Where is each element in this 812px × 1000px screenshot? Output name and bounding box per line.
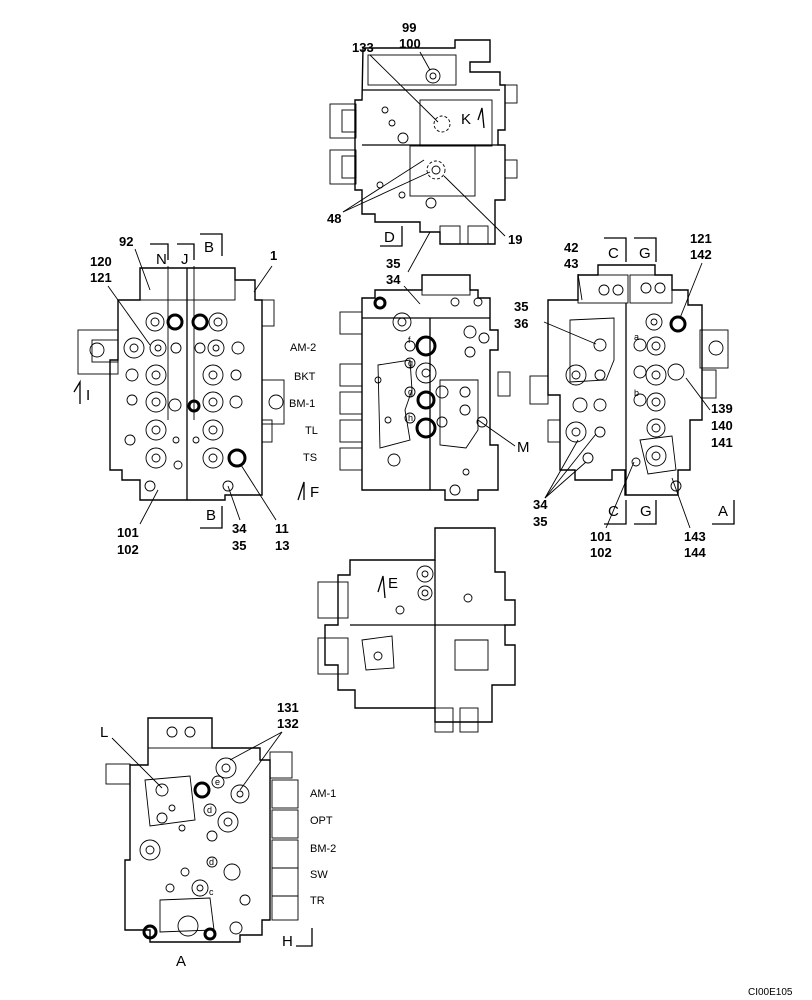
port-label-opt: OPT: [310, 815, 333, 827]
part-number-36: 36: [514, 316, 528, 331]
part-number-101-right: 101: [590, 529, 612, 544]
section-mark-g-bottom: G: [640, 503, 652, 520]
port-label-bkt: BKT: [294, 371, 316, 383]
left-view: 92 120 121 N J B 1 I B 101 102 34 35 11 …: [73, 233, 289, 557]
spool-letter-g-2: g: [408, 387, 413, 397]
spool-letter-b: b: [634, 388, 639, 398]
part-number-92: 92: [119, 234, 133, 249]
spool-letter-a: a: [634, 332, 639, 342]
part-number-99: 99: [402, 20, 416, 35]
part-number-19: 19: [508, 232, 522, 247]
spool-letter-f: f: [408, 335, 411, 345]
section-mark-b-bottom: B: [206, 507, 216, 524]
section-mark-n: N: [156, 251, 167, 268]
port-label-am-2: AM-2: [290, 342, 316, 354]
spool-letter-e: e: [215, 777, 220, 787]
part-number-140: 140: [711, 418, 733, 433]
part-number-121: 121: [90, 270, 112, 285]
section-mark-f: F: [310, 484, 319, 501]
section-mark-a-right: A: [718, 503, 728, 520]
part-number-102-right: 102: [590, 545, 612, 560]
port-label-sw: SW: [310, 869, 328, 881]
spool-letter-h: h: [408, 413, 413, 423]
spool-letter-d-2: d: [209, 857, 214, 867]
section-mark-i: I: [86, 387, 90, 404]
bottom-left-view: e d d c L 131 132 AM-1 OPT BM-2 SW TR A …: [100, 700, 336, 970]
part-number-101-left: 101: [117, 525, 139, 540]
view-label-a: A: [176, 953, 186, 970]
right-view: a b C G 42 43 121 142 35 36 139 140 141 …: [514, 231, 735, 560]
spool-letter-g: g: [408, 358, 413, 368]
part-number-11: 11: [275, 521, 289, 536]
part-number-42: 42: [564, 240, 578, 255]
section-mark-d: D: [384, 229, 395, 246]
section-mark-j: J: [181, 251, 189, 268]
section-mark-b-top: B: [204, 239, 214, 256]
section-mark-l: L: [100, 724, 108, 741]
part-number-35-left: 35: [232, 538, 246, 553]
section-mark-g-top: G: [639, 245, 651, 262]
port-label-bm-2: BM-2: [310, 843, 336, 855]
part-number-35-right: 35: [514, 299, 528, 314]
part-number-48: 48: [327, 211, 341, 226]
part-number-131: 131: [277, 700, 299, 715]
part-number-142: 142: [690, 247, 712, 262]
port-label-ts: TS: [303, 452, 317, 464]
part-number-143: 143: [684, 529, 706, 544]
part-number-34-right: 34: [533, 497, 548, 512]
port-label-tl: TL: [305, 425, 318, 437]
part-number-34-left: 34: [232, 521, 247, 536]
section-mark-c-top: C: [608, 245, 619, 262]
part-number-34-center: 34: [386, 272, 401, 287]
drawing-code: CI00E105: [748, 987, 793, 998]
part-number-1: 1: [270, 248, 277, 263]
top-view: 99 100 133 K 48 19 D: [327, 20, 522, 247]
part-number-13: 13: [275, 538, 289, 553]
part-number-35-right-bottom: 35: [533, 514, 547, 529]
part-number-102-left: 102: [117, 542, 139, 557]
port-label-am-1: AM-1: [310, 788, 336, 800]
part-number-139: 139: [711, 401, 733, 416]
port-label-tr: TR: [310, 895, 325, 907]
bottom-center-view: E: [317, 527, 516, 733]
center-view: f g g h AM-2 BKT BM-1 TL TS 35 34 M F: [289, 231, 530, 501]
section-mark-m: M: [517, 439, 530, 456]
port-label-bm-1: BM-1: [289, 398, 315, 410]
section-mark-h: H: [282, 933, 293, 950]
section-mark-e: E: [388, 575, 398, 592]
part-number-120: 120: [90, 254, 112, 269]
part-number-133: 133: [352, 40, 374, 55]
section-mark-k: K: [461, 111, 471, 128]
part-number-144: 144: [684, 545, 706, 560]
part-number-121-right: 121: [690, 231, 712, 246]
part-number-100: 100: [399, 36, 421, 51]
section-mark-c-bottom: C: [608, 503, 619, 520]
part-number-43: 43: [564, 256, 578, 271]
part-number-141: 141: [711, 435, 733, 450]
spool-letter-d: d: [207, 805, 212, 815]
spool-letter-c: c: [209, 887, 214, 897]
part-number-35-center: 35: [386, 256, 400, 271]
part-number-132: 132: [277, 716, 299, 731]
